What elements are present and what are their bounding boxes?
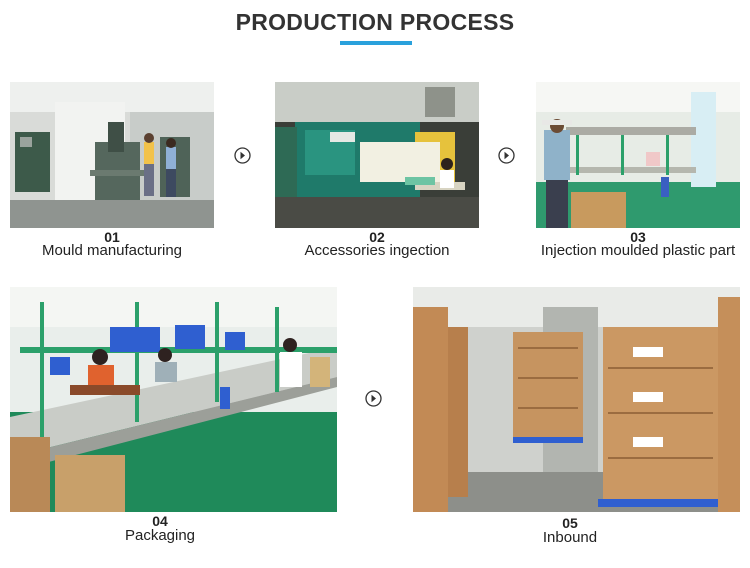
photo-mould-manufacturing: [10, 82, 214, 228]
step-number-02: 02: [369, 229, 385, 245]
step-label-inbound: Inbound: [542, 529, 598, 546]
photo-injection-moulded-part: [536, 82, 740, 228]
step-number-04: 04: [152, 513, 168, 529]
page-title: PRODUCTION PROCESS: [235, 9, 515, 35]
photo-accessories-injection: [275, 82, 479, 228]
circle-arrow-right-icon: [498, 147, 515, 164]
step-label-packaging: Packaging: [124, 527, 196, 544]
step-label-mould-manufacturing: Mould manufacturing: [41, 242, 183, 259]
step-number-05: 05: [562, 515, 578, 531]
photo-inbound: [413, 287, 740, 512]
step-number-03: 03: [630, 229, 646, 245]
photo-packaging: [10, 287, 337, 512]
step-number-01: 01: [104, 229, 120, 245]
step-label-accessories-injection: Accessories ingection: [304, 242, 450, 259]
step-label-injection-moulded-plastic-part: Injection moulded plastic part: [540, 242, 736, 259]
circle-arrow-right-icon: [365, 390, 382, 407]
title-underline: [340, 41, 412, 45]
circle-arrow-right-icon: [234, 147, 251, 164]
